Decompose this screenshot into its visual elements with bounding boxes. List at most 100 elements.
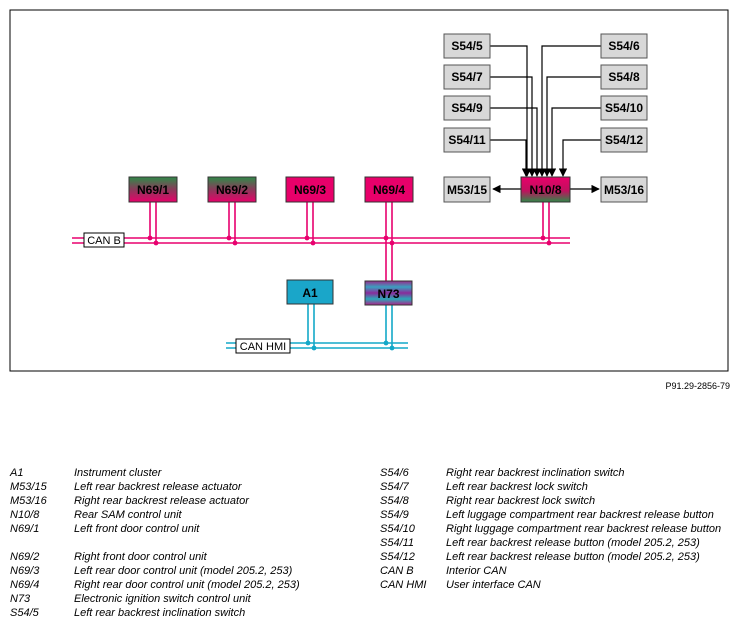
legend-description: Left rear backrest release button (model… <box>446 551 700 563</box>
legend-description: Left rear backrest inclination switch <box>74 607 246 619</box>
legend-key: M53/15 <box>10 481 47 493</box>
legend-description: Instrument cluster <box>74 467 162 479</box>
legend-item: S54/7 Left rear backrest lock switch <box>380 480 730 494</box>
legend-item: M53/16 Right rear backrest release actuat… <box>10 494 360 508</box>
legend-description: Interior CAN <box>446 565 507 577</box>
legend-description: Right rear backrest lock switch <box>446 495 596 507</box>
wiring-diagram: CAN B CAN HMI S54/5 S54/6 S54/7 S54/8 S5… <box>9 9 729 372</box>
legend-item: CAN HMI User interface CAN <box>380 578 730 592</box>
legend-description: Right rear backrest release actuator <box>74 495 249 507</box>
svg-text:N69/4: N69/4 <box>373 183 405 197</box>
figure-id: P91.29-2856-79 <box>665 381 730 391</box>
legend-item: S54/6 Right rear backrest inclination swi… <box>380 466 730 480</box>
svg-text:S54/9: S54/9 <box>451 101 483 115</box>
switch-s54-8: S54/8 <box>600 64 648 90</box>
svg-text:S54/5: S54/5 <box>451 39 483 53</box>
legend-key <box>10 536 74 550</box>
switch-s54-6: S54/6 <box>600 33 648 59</box>
switch-s54-9: S54/9 <box>443 95 491 121</box>
legend-description: Left rear backrest lock switch <box>446 481 588 493</box>
legend-key: CAN HMI <box>380 579 427 591</box>
svg-text:N69/1: N69/1 <box>137 183 169 197</box>
legend-key: S54/10 <box>380 523 415 535</box>
can-hmi-junctions <box>305 340 395 351</box>
legend-item: S54/5 Left rear backrest inclination swit… <box>10 606 360 620</box>
legend-item <box>10 536 360 550</box>
legend-description: Electronic ignition switch control unit <box>74 593 251 605</box>
svg-text:S54/7: S54/7 <box>451 70 483 84</box>
legend-key: CAN B <box>380 565 414 577</box>
svg-text:S54/12: S54/12 <box>605 133 643 147</box>
legend-key: N73 <box>10 593 31 605</box>
legend-description: Left rear door control unit (model 205.2… <box>74 565 293 577</box>
control-unit-n10-8: N10/8 <box>520 176 571 203</box>
legend-description: Right luggage compartment rear backrest … <box>446 523 722 535</box>
legend-key: S54/5 <box>10 607 39 619</box>
control-unit-n69-2: N69/2 <box>207 176 257 203</box>
svg-text:N73: N73 <box>377 287 399 301</box>
legend-item: N69/1 Left front door control unit <box>10 522 360 536</box>
switch-s54-11: S54/11 <box>443 127 491 153</box>
legend-key: S54/8 <box>380 495 409 507</box>
ignition-switch-n73: N73 <box>364 280 413 306</box>
svg-text:S54/6: S54/6 <box>608 39 640 53</box>
svg-text:S54/10: S54/10 <box>605 101 643 115</box>
legend-item: S54/8 Right rear backrest lock switch <box>380 494 730 508</box>
legend-item: CAN B Interior CAN <box>380 564 730 578</box>
can-b-label: CAN B <box>83 232 125 248</box>
legend-right-column: S54/6 Right rear backrest inclination swi… <box>380 466 730 592</box>
legend-item: A1 Instrument cluster <box>10 466 360 480</box>
legend-description: Right rear backrest inclination switch <box>446 467 625 479</box>
legend-item: S54/12 Left rear backrest release button … <box>380 550 730 564</box>
legend-description: Left rear backrest release button (model… <box>446 537 700 549</box>
switch-s54-10: S54/10 <box>600 95 648 121</box>
switch-wires <box>490 45 601 194</box>
svg-text:N69/3: N69/3 <box>294 183 326 197</box>
legend-description: Right rear door control unit (model 205.… <box>74 579 300 591</box>
legend-item: S54/10 Right luggage compartment rear bac… <box>380 522 730 536</box>
instrument-cluster-a1: A1 <box>286 279 334 305</box>
switch-s54-12: S54/12 <box>600 127 648 153</box>
can-hmi-label: CAN HMI <box>235 338 291 354</box>
actuator-m53-16: M53/16 <box>600 176 648 203</box>
switch-s54-7: S54/7 <box>443 64 491 90</box>
legend-key: S54/6 <box>380 467 409 479</box>
svg-text:CAN B: CAN B <box>87 235 121 247</box>
legend-key: M53/16 <box>10 495 47 507</box>
legend-item: N69/4 Right rear door control unit (model… <box>10 578 360 592</box>
svg-text:N69/2: N69/2 <box>216 183 248 197</box>
legend-key: S54/7 <box>380 481 409 493</box>
legend-item: N69/3 Left rear door control unit (model … <box>10 564 360 578</box>
svg-text:N10/8: N10/8 <box>529 183 561 197</box>
control-unit-n69-1: N69/1 <box>128 176 178 203</box>
legend-item: N73 Electronic ignition switch control un… <box>10 592 360 606</box>
svg-text:S54/8: S54/8 <box>608 70 640 84</box>
legend-description: User interface CAN <box>446 579 541 591</box>
svg-text:A1: A1 <box>302 286 318 300</box>
svg-text:CAN HMI: CAN HMI <box>240 341 286 353</box>
can-b-junctions <box>147 235 552 246</box>
legend-key: S54/12 <box>380 551 415 563</box>
legend-key: A1 <box>10 467 24 479</box>
legend-key: N69/2 <box>10 551 40 563</box>
svg-text:S54/11: S54/11 <box>448 133 486 147</box>
legend-key: S54/9 <box>380 509 409 521</box>
legend-key: N69/3 <box>10 565 40 577</box>
legend-description: Left rear backrest release actuator <box>74 481 242 493</box>
svg-text:M53/15: M53/15 <box>447 183 487 197</box>
legend-description: Rear SAM control unit <box>74 509 182 521</box>
legend-item: S54/11 Left rear backrest release button … <box>380 536 730 550</box>
legend-description: Left front door control unit <box>74 523 200 535</box>
legend-item: M53/15 Left rear backrest release actuato… <box>10 480 360 494</box>
switch-s54-5: S54/5 <box>443 33 491 59</box>
legend-key: S54/11 <box>380 537 415 549</box>
legend-description: Left luggage compartment rear backrest r… <box>446 509 714 521</box>
legend-key: N69/4 <box>10 579 40 591</box>
svg-text:M53/16: M53/16 <box>604 183 644 197</box>
control-unit-n69-4: N69/4 <box>364 176 414 203</box>
legend-key: N69/1 <box>10 523 40 535</box>
legend-item: S54/9 Left luggage compartment rear backr… <box>380 508 730 522</box>
